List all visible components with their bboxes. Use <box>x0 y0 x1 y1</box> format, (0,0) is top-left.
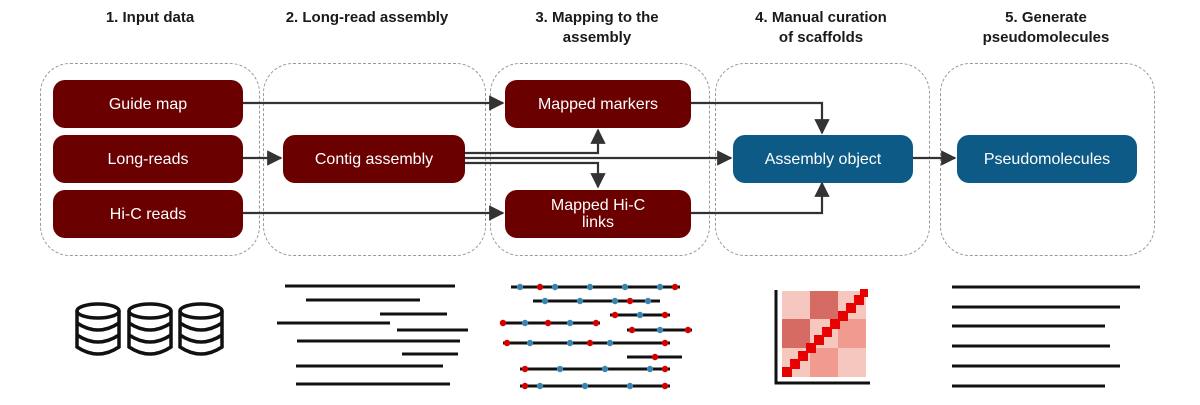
contact-heatmap-icon <box>774 289 870 385</box>
arrow-mapped-hic-to-assembly-object <box>691 181 830 215</box>
step-title-pseudomolecules: 5. Generate pseudomolecules <box>982 9 1110 46</box>
node-long-reads: Long-reads <box>53 135 243 183</box>
reads-icon <box>277 284 468 386</box>
sequence-lines-icon <box>952 285 1140 388</box>
panel-input-data <box>40 63 260 256</box>
panel-long-read-assembly <box>263 63 486 256</box>
panel-mapping <box>490 63 710 256</box>
node-guide-map: Guide map <box>53 80 243 128</box>
node-mapped-hic-links: Mapped Hi-C links <box>505 190 691 238</box>
node-hic-reads: Hi-C reads <box>53 190 243 238</box>
step-title-manual-curation: 4. Manual curation of scaffolds <box>755 9 887 46</box>
node-pseudomolecules: Pseudomolecules <box>957 135 1137 183</box>
step-title-input-data: 1. Input data <box>105 9 195 26</box>
node-assembly-object: Assembly object <box>733 135 913 183</box>
node-contig-assembly: Contig assembly <box>283 135 465 183</box>
mapped-reads-icon <box>499 283 692 390</box>
step-title-mapping: 3. Mapping to the assembly <box>535 9 659 46</box>
step-title-long-read-assembly: 2. Long-read assembly <box>285 9 449 26</box>
panel-pseudomolecules <box>940 63 1155 256</box>
database-icon <box>75 302 224 356</box>
arrow-contig-to-mapped-markers <box>465 128 606 155</box>
panel-manual-curation <box>715 63 930 256</box>
arrow-mapped-markers-to-assembly-object <box>691 101 830 135</box>
node-mapped-markers: Mapped markers <box>505 80 691 128</box>
arrow-contig-to-mapped-hic <box>465 161 606 189</box>
